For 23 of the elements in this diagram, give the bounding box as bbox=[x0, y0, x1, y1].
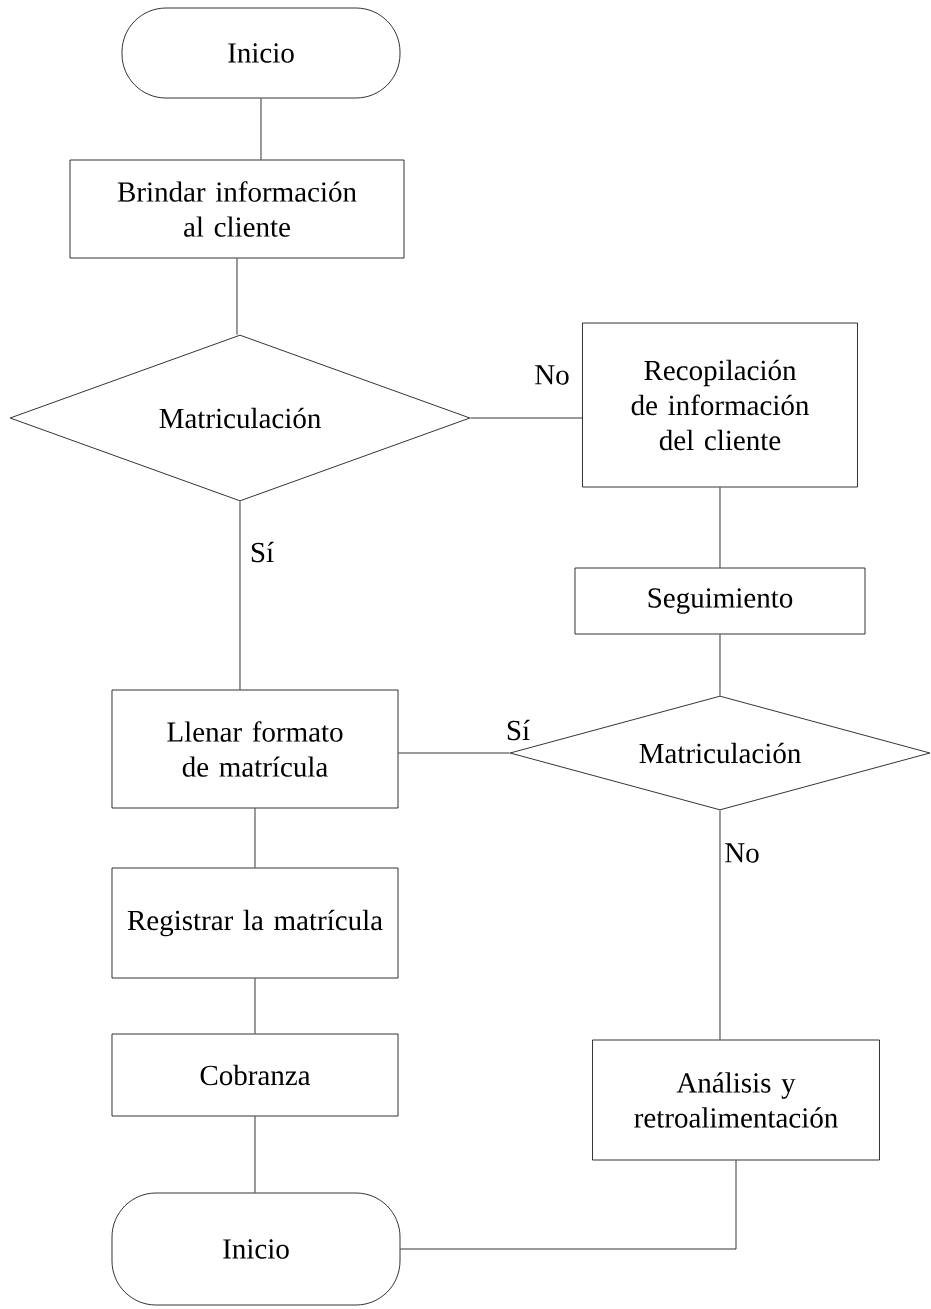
connector-line bbox=[254, 1116, 256, 1193]
process-box: Registrar la matrícula bbox=[111, 867, 399, 979]
edge-label: No bbox=[725, 843, 759, 863]
connector-line bbox=[719, 634, 721, 696]
process-box: Llenar formato de matrícula bbox=[111, 689, 399, 809]
process-box: Recopilación de información del cliente bbox=[582, 322, 858, 488]
connector-line bbox=[260, 98, 262, 160]
connector-line bbox=[470, 417, 583, 419]
connector-line bbox=[400, 1160, 737, 1250]
connector-line bbox=[719, 487, 721, 568]
process-box: Seguimiento bbox=[574, 567, 866, 635]
edge-label: Sí bbox=[507, 719, 530, 741]
connector-line bbox=[236, 258, 238, 335]
connector-line bbox=[254, 808, 256, 868]
connector-line bbox=[254, 978, 256, 1034]
process-box: Cobranza bbox=[111, 1033, 399, 1117]
edge-label: No bbox=[535, 365, 569, 385]
edge-label: Sí bbox=[251, 541, 274, 563]
process-box: Brindar información al cliente bbox=[69, 159, 405, 259]
connector-line bbox=[239, 501, 241, 690]
connector-line bbox=[398, 752, 510, 754]
process-box: Análisis y retroalimentación bbox=[592, 1039, 880, 1161]
connector-line bbox=[719, 810, 721, 1040]
